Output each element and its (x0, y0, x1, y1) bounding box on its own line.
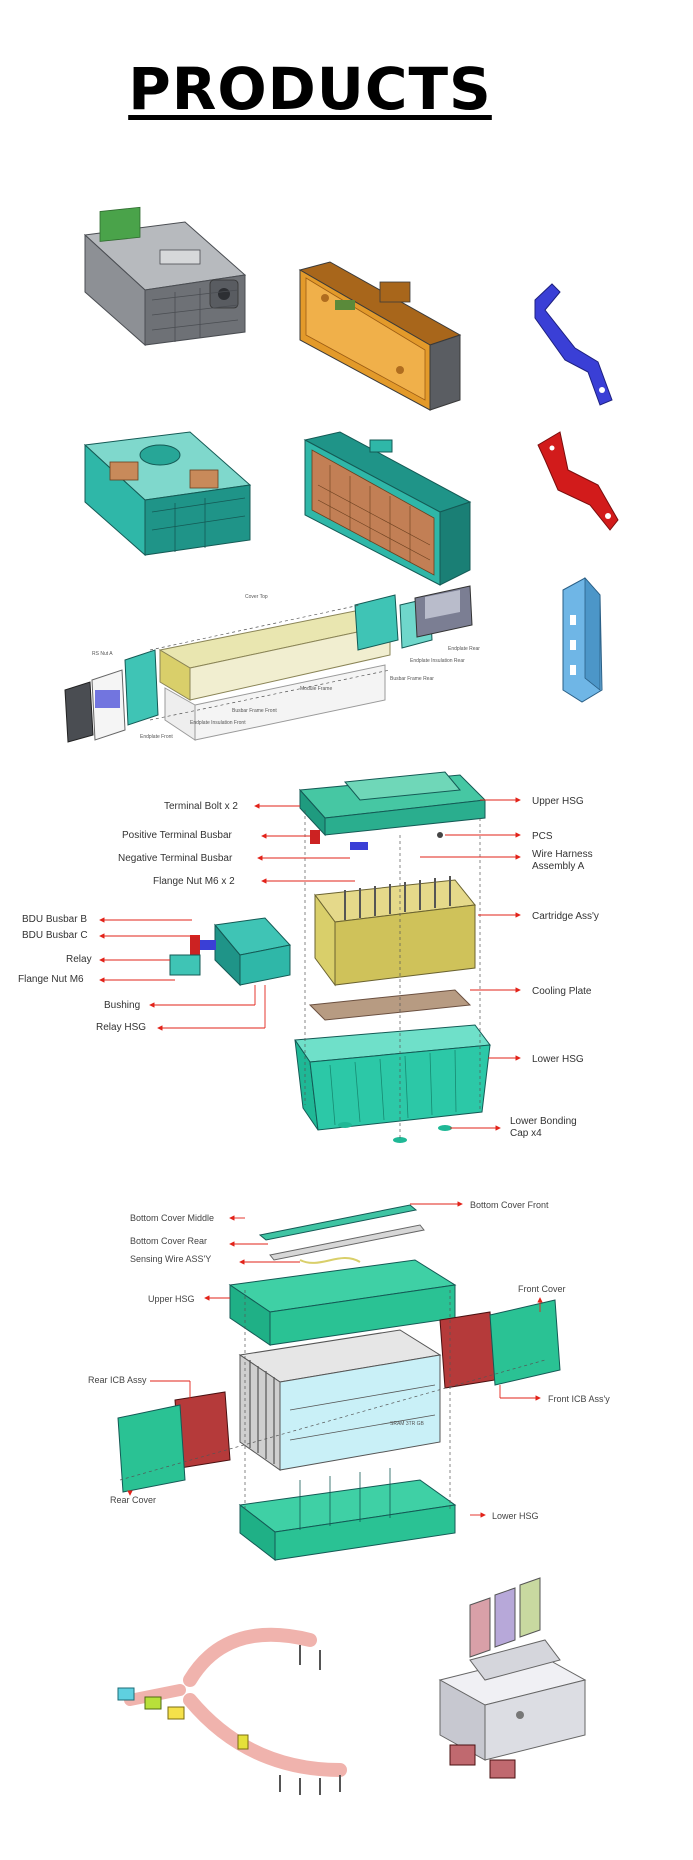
label-lower-hsg: Lower HSG (532, 1054, 584, 1065)
label-cover-top: Cover Top (245, 594, 268, 600)
label-bdu-busbar-c: BDU Busbar C (22, 930, 88, 941)
label-wire-harness-line1: Wire Harness (532, 849, 593, 860)
page-title: PRODUCTS (128, 55, 492, 123)
label-rear-icb: Rear ICB Assy (88, 1375, 147, 1385)
light-blue-bracket-image (562, 576, 603, 703)
label-lower-bonding-line2: Cap x4 (510, 1128, 542, 1139)
label-pcs: PCS (532, 831, 553, 842)
label-wire-harness-line2: Assembly A (532, 861, 585, 872)
label-bdu-busbar-b: BDU Busbar B (22, 914, 87, 925)
label-endplate-insulation-front: Endplate Insulation Front (190, 720, 246, 726)
label-module-frame: Module Frame (300, 686, 332, 692)
label-bottom-cover-middle: Bottom Cover Middle (130, 1213, 214, 1223)
label-busbar-frame-front: Busbar Frame Front (232, 708, 277, 714)
label-upper-hsg-cm: Upper HSG (148, 1294, 195, 1304)
label-front-cover: Front Cover (518, 1284, 566, 1294)
cell-module-exploded-view: SRAM 3TR GB Bottom Cover Middle Bottom C… (88, 1200, 610, 1562)
label-bushing: Bushing (104, 1000, 140, 1011)
pack-exploded-view: Terminal Bolt x 2 Positive Terminal Busb… (18, 771, 599, 1143)
label-front-icb: Front ICB Ass'y (548, 1394, 610, 1404)
label-bottom-cover-front: Bottom Cover Front (470, 1200, 549, 1210)
label-terminal-bolt: Terminal Bolt x 2 (164, 801, 238, 812)
copper-housing-image (303, 431, 472, 586)
label-sensing-wire: Sensing Wire ASS'Y (130, 1254, 211, 1264)
label-negative-busbar: Negative Terminal Busbar (118, 853, 233, 864)
teal-housing-image (83, 431, 252, 557)
label-cartridge: Cartridge Ass'y (532, 911, 599, 922)
label-busbar-frame-rear: Busbar Frame Rear (390, 676, 434, 682)
label-rs-nut-a: RS Nut A (92, 651, 113, 657)
pink-busbar-frame-image (117, 1627, 347, 1795)
label-rear-cover: Rear Cover (110, 1495, 156, 1505)
module-exploded-view: Cover Top RS Nut A Endplate Rear Endplat… (64, 585, 480, 743)
label-endplate-insulation-rear: Endplate Insulation Rear (410, 658, 465, 664)
terminal-connector-image (438, 1577, 587, 1779)
label-endplate-front: Endplate Front (140, 734, 173, 740)
blue-bracket-image (534, 283, 613, 406)
label-lower-hsg-cm: Lower HSG (492, 1511, 539, 1521)
label-relay-hsg: Relay HSG (96, 1022, 146, 1033)
label-endplate-rear: Endplate Rear (448, 646, 480, 652)
label-upper-hsg: Upper HSG (532, 796, 584, 807)
label-flange-nut-m6x2: Flange Nut M6 x 2 (153, 876, 235, 887)
label-flange-nut-m6: Flange Nut M6 (18, 974, 84, 985)
label-bottom-cover-rear: Bottom Cover Rear (130, 1236, 207, 1246)
label-positive-busbar: Positive Terminal Busbar (122, 830, 233, 841)
orange-housing-image (298, 261, 462, 411)
label-lower-bonding-line1: Lower Bonding (510, 1116, 577, 1127)
red-bracket-image (537, 431, 619, 531)
label-relay: Relay (66, 954, 92, 965)
gray-housing-image (83, 206, 247, 347)
label-cooling-plate: Cooling Plate (532, 986, 592, 997)
module-stamp-text: SRAM 3TR GB (390, 1421, 425, 1427)
